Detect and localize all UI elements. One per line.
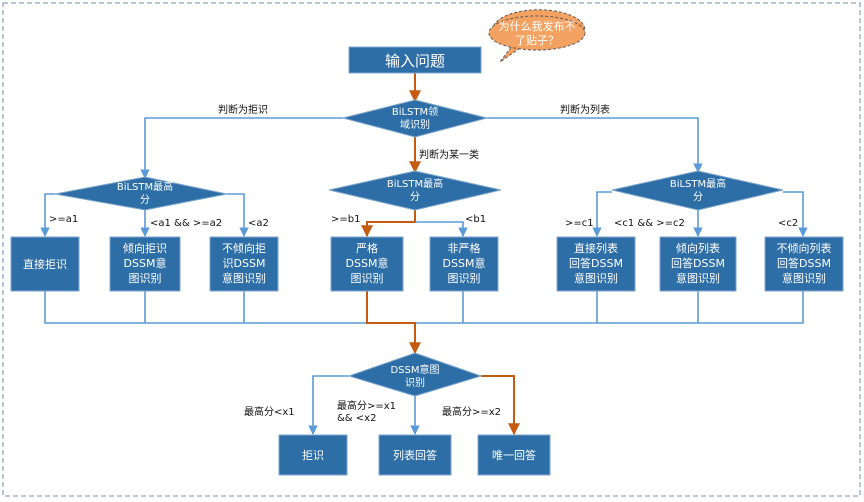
outcome-unique-box (477, 434, 551, 476)
left-decision-line-2: 分 (140, 194, 150, 206)
domain-decision-line-1: BiLSTM领 (392, 105, 438, 118)
domain-to-left-connector (140, 117, 343, 179)
outcome-reject-box (278, 434, 348, 476)
non-strict-line-2: DSSM意 (443, 256, 486, 270)
mid-to-strict-connector (361, 210, 416, 238)
callout-line-2: 了贴子？ (515, 33, 559, 47)
non-strict-line-3: 图识别 (448, 272, 481, 285)
final-cond-3: 最高分>=x2 (442, 405, 501, 418)
left-score-decision (54, 176, 228, 211)
non-strict-line-1: 非严格 (448, 241, 481, 255)
left-cond-2: <a1 && >=a2 (150, 218, 222, 229)
non-strict-box (429, 236, 499, 292)
lean-reject-line-2: DSSM意 (124, 256, 167, 270)
lean-list-line-3: 意图识别 (676, 271, 720, 285)
left-cond-1: >=a1 (49, 214, 78, 225)
no-lean-list-line-3: 意图识别 (782, 271, 826, 285)
outcome-list-label: 列表回答 (393, 448, 437, 462)
right-to-direct-list-connector (592, 191, 612, 237)
outcome-unique-label: 唯一回答 (492, 448, 536, 462)
outcome-reject-label: 拒识 (302, 449, 324, 462)
strict-line-1: 严格 (356, 241, 378, 255)
no-lean-reject-line-3: 意图识别 (222, 271, 266, 285)
direct-reject-line-1: 直接拒识 (23, 257, 67, 271)
callout-bubble: 为什么我发布不 了贴子？ (488, 9, 586, 63)
branch-right-label: 判断为列表 (560, 103, 610, 116)
no-lean-list-box (764, 236, 844, 292)
domain-decision-line-2: 域识别 (400, 118, 430, 131)
lean-reject-line-1: 倾向拒识 (123, 241, 167, 255)
mid-decision-line-2: 分 (410, 191, 420, 203)
final-cond-2-line-2: && <x2 (337, 413, 376, 424)
mid-score-decision (328, 170, 502, 211)
no-lean-list-line-2: 回答DSSM (777, 256, 831, 270)
no-lean-reject-line-1: 不倾向拒 (222, 241, 266, 255)
no-lean-reject-box (209, 236, 279, 292)
connectors (40, 72, 808, 436)
final-to-reject-connector (308, 375, 349, 435)
direct-list-box (556, 236, 636, 292)
right-decision-line-2: 分 (693, 191, 703, 203)
lean-reject-line-3: 图识别 (129, 272, 162, 285)
direct-reject-box (10, 236, 80, 292)
final-decision-line-1: DSSM意图 (390, 363, 439, 376)
no-lean-list-line-1: 不倾向列表 (777, 241, 832, 255)
collector-bar (44, 290, 804, 324)
left-cond-3: <a2 (248, 218, 269, 229)
left-to-no-lean-reject-connector (227, 193, 249, 237)
mid-decision-line-1: BiLSTM最高 (387, 177, 443, 190)
right-to-no-lean-list-connector (783, 191, 808, 237)
outcome-list-box (378, 434, 452, 476)
branch-mid-label: 判断为某一类 (419, 148, 479, 161)
final-cond-1: 最高分<x1 (244, 405, 295, 418)
domain-to-right-connector (487, 117, 703, 173)
final-dssm-decision (347, 352, 483, 397)
lean-reject-box (109, 236, 181, 292)
mid-cond-1: >=b1 (331, 214, 360, 225)
direct-list-line-2: 回答DSSM (569, 256, 623, 270)
right-cond-3: <c2 (778, 218, 798, 229)
left-decision-line-1: BiLSTM最高 (117, 180, 173, 193)
lean-list-line-2: 回答DSSM (671, 256, 725, 270)
branch-left-label: 判断为拒识 (218, 103, 268, 116)
final-cond-2-line-1: 最高分>=x1 (337, 399, 396, 412)
right-decision-line-1: BiLSTM最高 (670, 177, 726, 190)
direct-list-line-1: 直接列表 (574, 241, 618, 255)
right-score-decision (611, 170, 784, 211)
domain-decision (342, 99, 488, 138)
final-decision-line-2: 识别 (405, 377, 425, 389)
strict-to-final-connector (366, 291, 421, 355)
callout-line-1: 为什么我发布不 (499, 19, 576, 33)
right-cond-2: <c1 && >=c2 (614, 218, 685, 229)
final-to-unique-connector (481, 375, 520, 436)
no-lean-reject-line-2: 识DSSM (223, 257, 266, 270)
strict-line-2: DSSM意 (346, 256, 389, 270)
start-box-label: 输入问题 (385, 52, 445, 70)
lean-list-box (659, 236, 737, 292)
left-to-reject-connector (40, 193, 55, 237)
strict-line-3: 图识别 (351, 272, 384, 285)
mid-to-non-strict-connector (415, 221, 468, 237)
mid-cond-2: <b1 (465, 214, 486, 225)
right-cond-1: >=c1 (565, 218, 594, 229)
direct-list-line-3: 意图识别 (574, 271, 618, 285)
start-box (348, 46, 482, 74)
strict-box (330, 236, 404, 292)
lean-list-line-1: 倾向列表 (676, 241, 720, 255)
